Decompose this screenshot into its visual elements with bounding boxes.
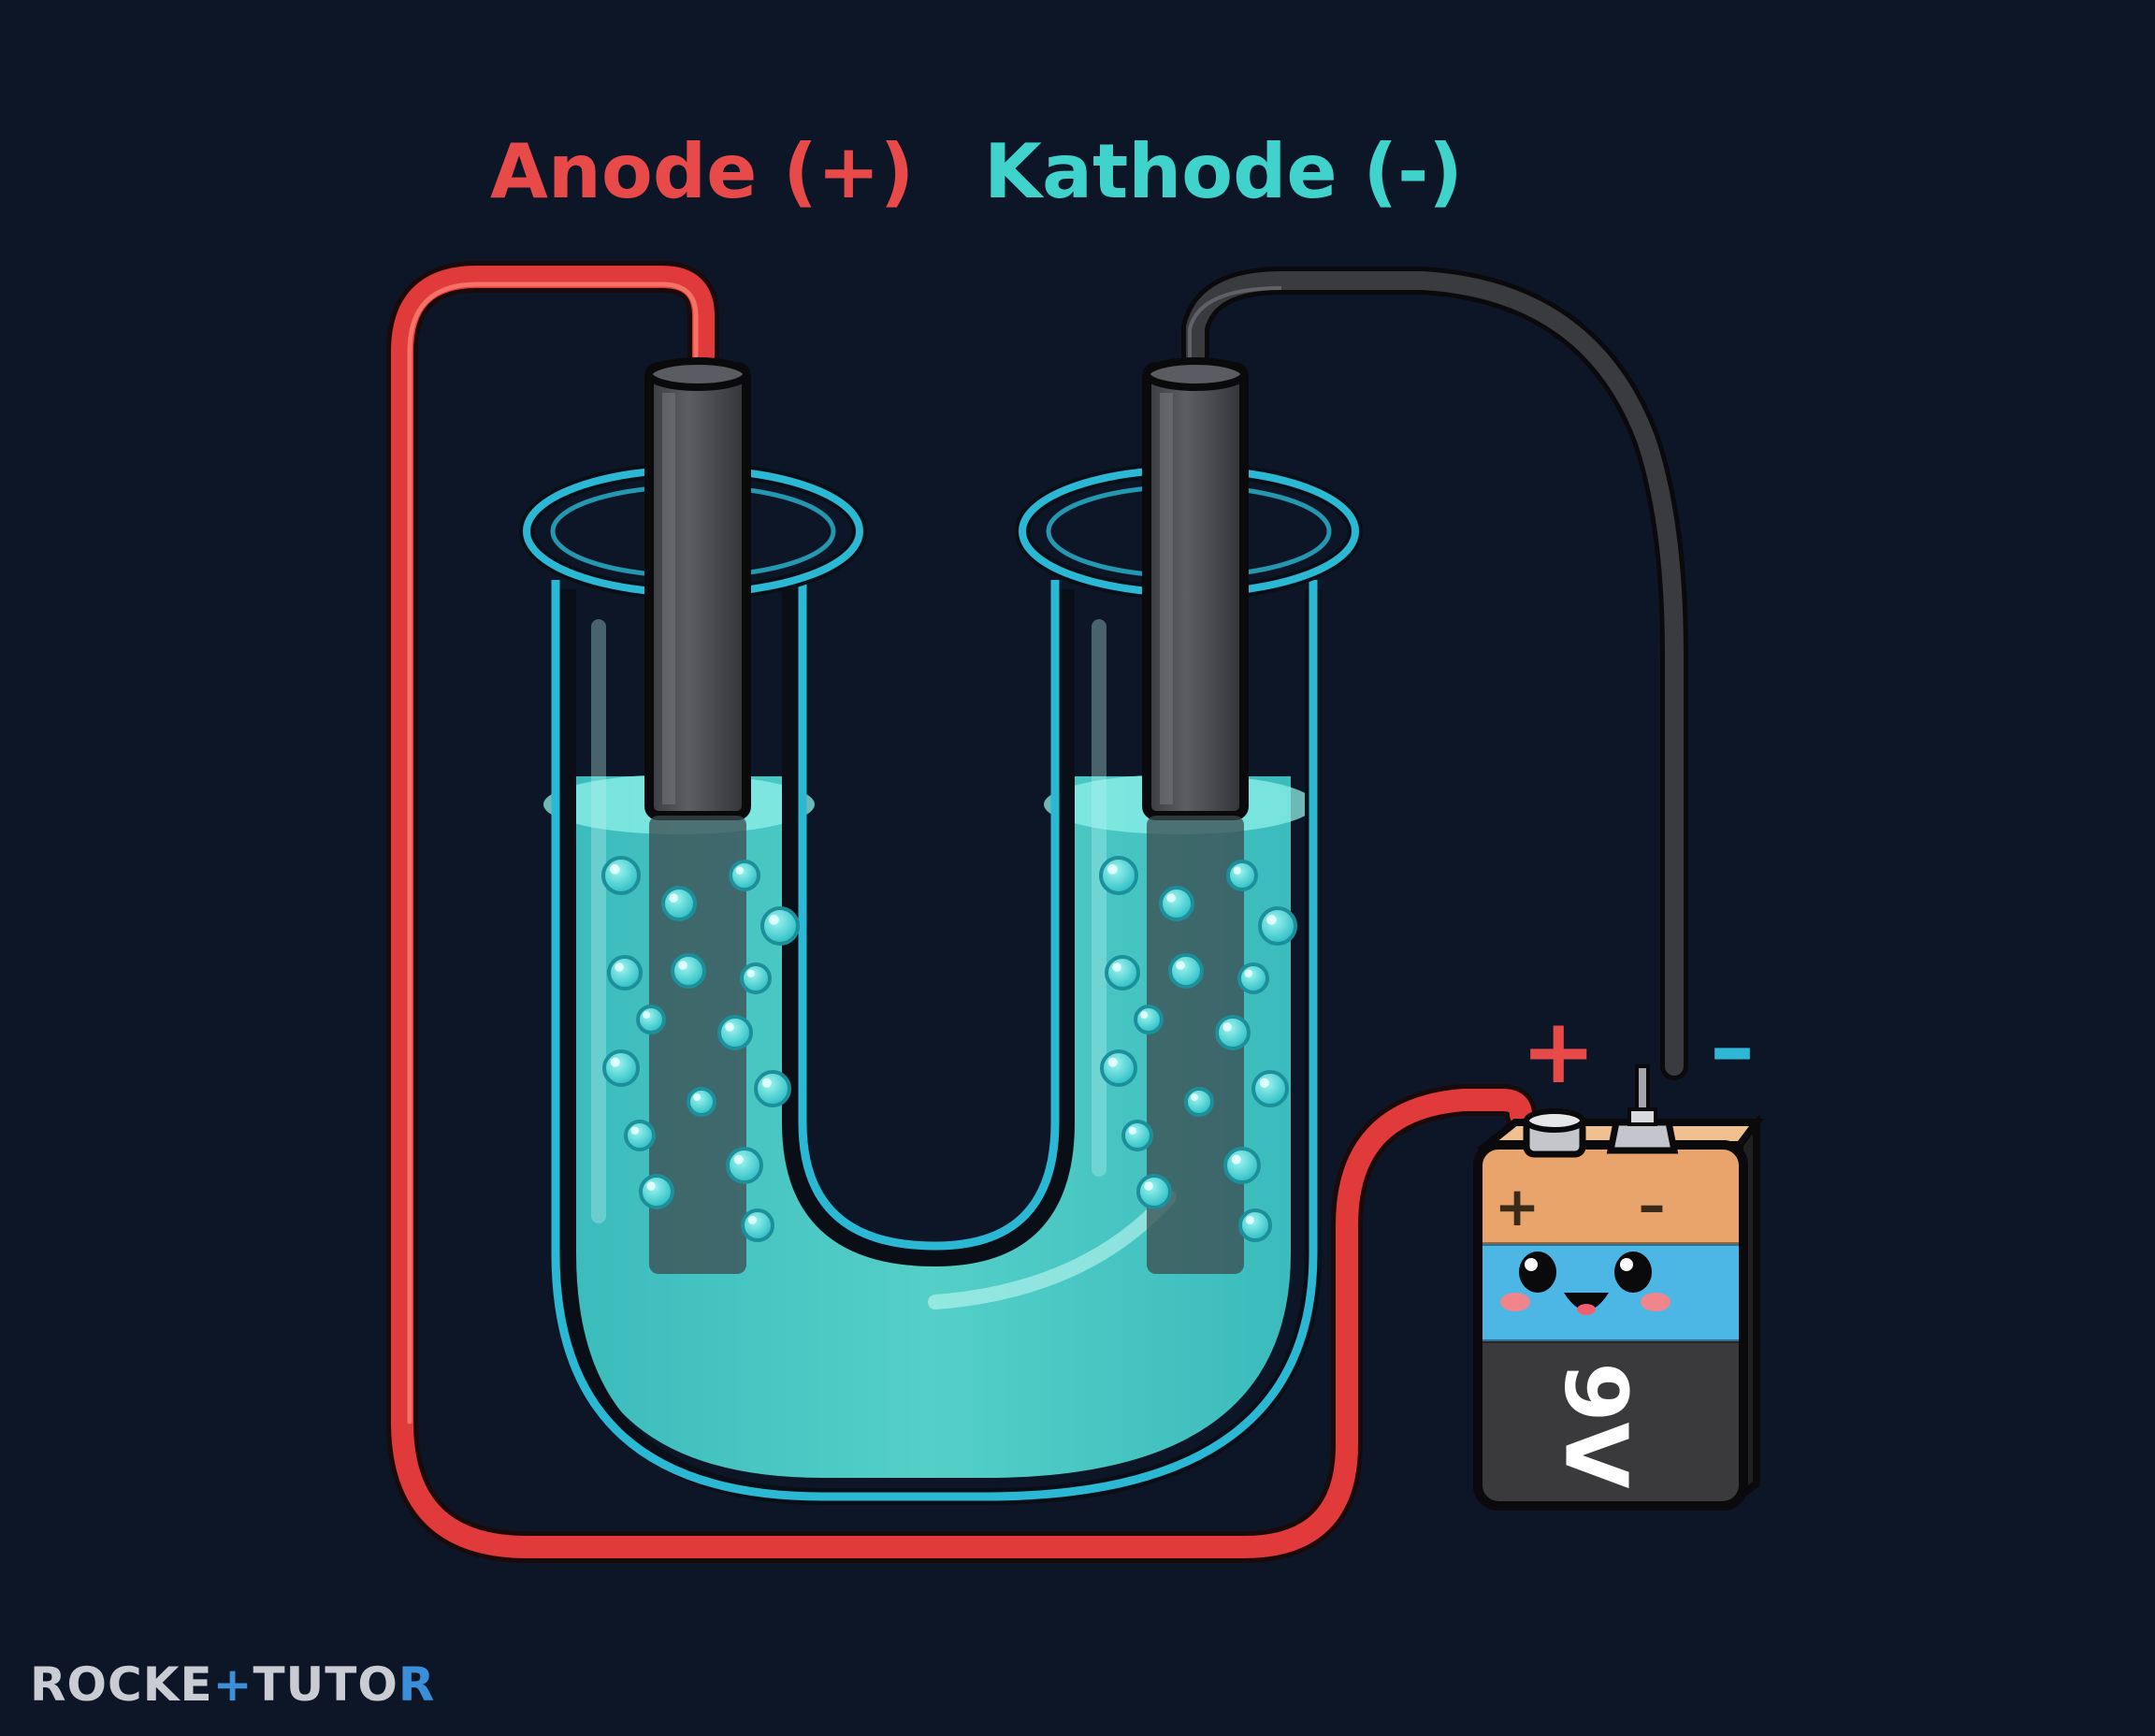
bubble-icon: [639, 1174, 674, 1209]
bubble-icon: [1168, 953, 1204, 989]
bubble-icon: [1258, 906, 1297, 946]
bubble-highlight: [761, 1078, 772, 1088]
bubble-highlight: [1144, 1181, 1153, 1191]
bubble-highlight: [1244, 969, 1252, 977]
bubble-highlight: [630, 1126, 639, 1135]
bubble-highlight: [1231, 1154, 1241, 1165]
bubble-icon: [726, 1147, 763, 1184]
bubble-highlight: [1166, 893, 1176, 903]
bubble-highlight: [1107, 864, 1118, 875]
logo-part-1: ROCKE: [30, 1657, 213, 1712]
bubble-icon: [760, 906, 800, 946]
bubble-highlight: [615, 962, 624, 972]
bubble-highlight: [1266, 915, 1277, 925]
bubble-icon: [624, 1120, 656, 1151]
bubble-highlight: [693, 1093, 701, 1102]
bubble-highlight: [1259, 1078, 1269, 1088]
bubble-highlight: [678, 961, 687, 970]
bubble-icon: [1159, 886, 1194, 921]
bubble-highlight: [746, 969, 755, 977]
battery-voltage-label: 9V: [1546, 1362, 1646, 1488]
bubble-icon: [602, 1049, 640, 1087]
bubble-icon: [671, 953, 706, 989]
battery-icon: + – 9V: [1473, 1064, 1764, 1511]
kathode-electrode-icon: [1142, 357, 1249, 1274]
anode-label: Anode (+): [490, 128, 915, 215]
bubble-icon: [741, 1208, 774, 1242]
battery-face-icon: [1500, 1251, 1670, 1315]
logo-part-3: TUTO: [253, 1657, 398, 1712]
bubble-icon: [687, 1087, 716, 1117]
bubble-highlight: [1128, 1126, 1136, 1135]
bubble-highlight: [646, 1181, 656, 1191]
anode-electrode-icon: [644, 357, 751, 1274]
bubble-highlight: [610, 864, 620, 875]
bubble-highlight: [643, 1011, 651, 1020]
battery-minus-terminal-icon: [1606, 1064, 1679, 1154]
bubble-icon: [717, 1015, 753, 1050]
bubble-highlight: [725, 1022, 734, 1032]
red-wire: [386, 261, 1537, 1563]
battery-face-plus: +: [1495, 1175, 1540, 1238]
bubble-icon: [661, 886, 697, 921]
battery-minus-label: –: [1710, 995, 1755, 1100]
bubble-icon: [636, 1005, 666, 1034]
bubble-icon: [729, 860, 760, 891]
bubble-highlight: [733, 1154, 744, 1165]
bubble-highlight: [1222, 1022, 1232, 1032]
battery-face-minus: –: [1639, 1173, 1666, 1237]
bubble-highlight: [1140, 1011, 1149, 1020]
bubble-highlight: [669, 893, 678, 903]
battery-plus-label: +: [1521, 999, 1597, 1104]
bubble-icon: [1121, 1120, 1153, 1151]
bubble-icon: [1226, 860, 1258, 891]
bubble-icon: [1136, 1174, 1172, 1209]
bubble-icon: [1215, 1015, 1251, 1050]
bubble-icon: [607, 955, 643, 991]
bubble-highlight: [1107, 1057, 1118, 1067]
bubble-icon: [1099, 856, 1138, 895]
bubble-icon: [1237, 962, 1269, 994]
bubble-icon: [1184, 1087, 1214, 1117]
bubble-highlight: [1245, 1215, 1254, 1224]
bubble-highlight: [610, 1057, 620, 1067]
rockettutor-logo: ROCKE+TUTOR: [30, 1661, 435, 1708]
bubble-icon: [754, 1070, 791, 1107]
bubble-icon: [601, 856, 641, 895]
bubble-highlight: [1176, 961, 1185, 970]
bubble-icon: [1251, 1070, 1289, 1107]
bubble-highlight: [1112, 962, 1121, 972]
bubble-highlight: [1191, 1093, 1199, 1102]
bubbles-group: [601, 856, 1297, 1242]
bubble-highlight: [1233, 866, 1241, 875]
bubble-icon: [1223, 1147, 1261, 1184]
kathode-label: Kathode (-): [984, 128, 1463, 215]
bubble-icon: [1134, 1005, 1164, 1034]
bubble-icon: [1238, 1208, 1272, 1242]
bubble-icon: [740, 962, 772, 994]
logo-part-2: +: [212, 1657, 253, 1712]
bubble-icon: [1105, 955, 1140, 991]
logo-part-4: R: [398, 1657, 436, 1712]
bubble-highlight: [735, 866, 744, 875]
bubble-highlight: [769, 915, 779, 925]
black-wire: [1181, 267, 1688, 1080]
bubble-highlight: [747, 1215, 757, 1224]
bubble-icon: [1100, 1049, 1137, 1087]
battery-plus-terminal-icon: [1523, 1108, 1586, 1158]
